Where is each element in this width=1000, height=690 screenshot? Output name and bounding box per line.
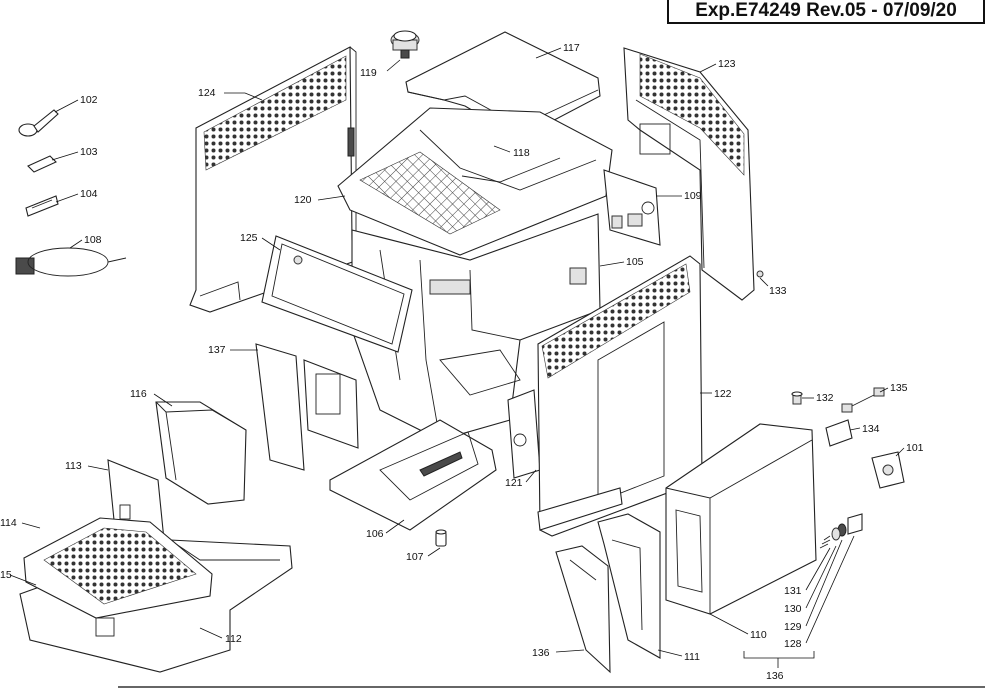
label-106: 106: [366, 528, 384, 540]
drawing-reference-text: Exp.E74249 Rev.05 - 07/09/20: [695, 0, 957, 21]
label-105: 105: [626, 256, 644, 268]
part-number-labels: 102 103 104 108 124 119 117 118 120 123 …: [0, 42, 924, 682]
part-109-electronic-board: [603, 169, 661, 246]
label-128: 129: [784, 621, 802, 633]
label-121: 121: [505, 477, 523, 489]
part-134-connector: [841, 387, 885, 413]
label-130: 131: [784, 585, 802, 597]
part-104-test-strip: [25, 195, 59, 217]
part-124-left-side-panel: [189, 46, 359, 313]
label-118: 118: [513, 147, 530, 159]
label-137: 137: [208, 344, 226, 356]
part-101-sensor: [871, 451, 905, 489]
label-113: 113: [65, 460, 82, 472]
part-107-small-foot: [435, 529, 447, 547]
label-114: 114: [0, 517, 17, 529]
part-110-water-tank: [665, 423, 817, 615]
label-124: 124: [198, 87, 216, 99]
label-129: 130: [784, 603, 802, 615]
label-119: 119: [360, 67, 377, 79]
label-122: 122: [714, 388, 732, 400]
part-137-front-panel: [255, 343, 359, 471]
part-122-front-door-frame: [537, 255, 703, 537]
label-133: 134: [862, 423, 880, 435]
label-132: 133: [769, 285, 787, 297]
label-108: 108: [84, 234, 102, 246]
label-125: 125: [240, 232, 258, 244]
part-111-side-cover: [597, 513, 661, 659]
label-107: 107: [406, 551, 424, 563]
label-103: 103: [80, 146, 98, 158]
label-135: 136: [766, 670, 784, 682]
part-125-front-frame: [261, 235, 413, 353]
part-136-side-trim: [555, 545, 611, 674]
label-123: 123: [718, 58, 736, 70]
part-132-screw: [756, 270, 764, 278]
part-127-130-valve-assembly: [819, 513, 863, 549]
label-116: 116: [130, 388, 147, 400]
part-116-grounds-container: [155, 401, 247, 505]
part-119-knob: [390, 30, 420, 59]
label-110: 110: [750, 629, 767, 641]
label-134: 135: [890, 382, 908, 394]
label-127: 128: [784, 638, 802, 650]
leader-lines: [9, 47, 905, 668]
label-136: 136: [532, 647, 550, 659]
label-111: 111: [684, 651, 700, 663]
part-123-right-side-panel: [623, 47, 755, 301]
label-117: 117: [563, 42, 580, 54]
part-105-main-frame: [351, 213, 601, 441]
part-131-bolt: [791, 391, 803, 405]
part-103-water-hardness-strip: [27, 155, 57, 173]
label-131: 132: [816, 392, 834, 404]
label-112: 112: [225, 633, 242, 645]
part-102-measuring-spoon: [18, 109, 59, 137]
label-104: 104: [80, 188, 98, 200]
label-101: 101: [906, 442, 924, 454]
label-109: 109: [684, 190, 702, 202]
label-102: 102: [80, 94, 98, 106]
part-108-power-cable: [15, 247, 127, 277]
label-120: 120: [294, 194, 312, 206]
part-106-base-plate: [329, 419, 497, 531]
label-115: 15: [0, 569, 12, 581]
part-133-label: [825, 419, 853, 447]
part-114-drip-tray-grid: [23, 517, 213, 619]
drawing-reference-header: Exp.E74249 Rev.05 - 07/09/20: [667, 0, 985, 24]
part-121-front-bracket: [507, 389, 541, 479]
